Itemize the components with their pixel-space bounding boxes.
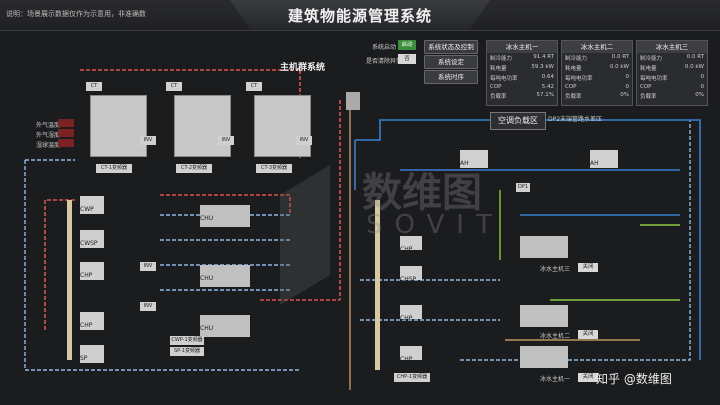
cold-pipe-right bbox=[460, 120, 691, 361]
wetbulb-label: 湿球温度 bbox=[36, 142, 61, 149]
watermark-logo-shape bbox=[280, 165, 330, 305]
pump-cwp-1[interactable]: CWP bbox=[80, 196, 104, 214]
cooling-tower-2[interactable] bbox=[174, 95, 231, 157]
inv-tag: INV bbox=[140, 302, 156, 311]
dp1-tag: DP1 bbox=[516, 183, 530, 192]
chiller-unit-1[interactable]: CHU bbox=[200, 205, 250, 227]
right-chiller-1-label: 冰水主机一 bbox=[540, 376, 571, 383]
right-chiller-3-label: 冰水主机三 bbox=[540, 266, 571, 273]
system-start-toggle[interactable]: 启动 bbox=[398, 40, 416, 50]
system-start-label: 系统启动 bbox=[372, 44, 397, 51]
clean-alarm-toggle[interactable]: 否 bbox=[398, 54, 416, 64]
ct-2-tag: CT bbox=[166, 82, 182, 91]
pump-chp-mid-3[interactable]: CHP bbox=[400, 305, 422, 322]
chiller-panel-title: 冰水主机三 bbox=[637, 41, 707, 53]
chp-vfd-label: CHP-1变频器 bbox=[394, 373, 430, 382]
mid-header-bar bbox=[375, 200, 380, 370]
cwp-vfd-label: CWP-1变频器 bbox=[170, 336, 204, 345]
ct-3-tag: CT bbox=[246, 82, 262, 91]
right-chiller-3[interactable] bbox=[520, 236, 568, 258]
schedule-button[interactable]: 系统时序 bbox=[424, 70, 478, 84]
ahu-1[interactable]: AH bbox=[460, 150, 488, 168]
dp2-label: DP2末端管路水差压 bbox=[548, 116, 603, 123]
outdoor-temp-label: 外气温度 bbox=[36, 122, 61, 129]
ct-1-inv-tag: INV bbox=[140, 136, 156, 145]
pump-chp-3[interactable]: CHP bbox=[80, 262, 104, 280]
pump-chp-mid-4[interactable]: CHP bbox=[400, 346, 422, 363]
pump-chsp-mid-2[interactable]: CHSP bbox=[400, 266, 422, 283]
settings-button[interactable]: 系统设定 bbox=[424, 55, 478, 69]
ct-3-vfd-label: CT-3变频器 bbox=[256, 164, 292, 173]
ac-zone-title: 空调负载区 bbox=[490, 112, 546, 130]
ct-2-inv-tag: INV bbox=[218, 136, 234, 145]
cold-pipe-bottom bbox=[24, 160, 300, 371]
chiller-panel-title: 冰水主机一 bbox=[487, 41, 557, 53]
pump-chp-mid-1[interactable]: CHP bbox=[400, 236, 422, 253]
hot-pipe-left bbox=[44, 199, 75, 330]
right-chiller-3-status[interactable]: 关闭 bbox=[578, 263, 598, 272]
ct-1-vfd-label: CT-1变频器 bbox=[96, 164, 132, 173]
disclaimer-note: 说明：场景展示数据仅作为示意用，非准确数 bbox=[6, 10, 146, 18]
pump-sp-1[interactable]: SP bbox=[80, 345, 104, 363]
outdoor-humidity-label: 外气湿度 bbox=[36, 132, 61, 139]
cooling-tower-1[interactable] bbox=[90, 95, 147, 157]
watermark-en: SOVIT bbox=[366, 210, 504, 240]
ahu-2[interactable]: AH bbox=[590, 150, 618, 168]
sp-vfd-label: SP-1变频器 bbox=[170, 347, 204, 356]
blue-supply bbox=[355, 119, 701, 360]
cooling-tower-3[interactable] bbox=[254, 95, 311, 157]
chiller-unit-3[interactable]: CHU bbox=[200, 315, 250, 337]
chiller-unit-2[interactable]: CHU bbox=[200, 265, 250, 287]
expansion-tank bbox=[346, 92, 360, 110]
right-chiller-2-status[interactable]: 关闭 bbox=[578, 330, 598, 339]
page-title: 建筑物能源管理系统 bbox=[287, 7, 432, 25]
hot-pipe-mid bbox=[160, 194, 291, 215]
outdoor-humidity-value bbox=[58, 129, 74, 137]
watermark-cn: 数维图 bbox=[362, 170, 482, 216]
status-control-button[interactable]: 系统状态及控制 bbox=[424, 40, 478, 54]
ct-1-tag: CT bbox=[86, 82, 102, 91]
pump-chp-4[interactable]: CHP bbox=[80, 312, 104, 330]
left-header-bar bbox=[67, 200, 72, 360]
ct-3-inv-tag: INV bbox=[296, 136, 312, 145]
right-chiller-2[interactable] bbox=[520, 305, 568, 327]
chiller-panel-title: 冰水主机二 bbox=[562, 41, 632, 53]
main-group-title: 主机群系统 bbox=[280, 63, 326, 73]
ct-2-vfd-label: CT-2变频器 bbox=[176, 164, 212, 173]
right-chiller-2-label: 冰水主机二 bbox=[540, 333, 571, 340]
clean-alarm-label: 是否清除异常 bbox=[366, 58, 403, 65]
watermark-credit: 知乎 @数维图 bbox=[596, 372, 672, 386]
right-chiller-1[interactable] bbox=[520, 346, 568, 368]
inv-tag: INV bbox=[140, 262, 156, 271]
title-plate bbox=[230, 0, 490, 30]
outdoor-temp-value bbox=[58, 119, 74, 127]
wetbulb-value bbox=[58, 139, 74, 147]
right-chiller-1-status[interactable]: 关闭 bbox=[578, 373, 598, 382]
pump-cwsp-2[interactable]: CWSP bbox=[80, 230, 104, 248]
